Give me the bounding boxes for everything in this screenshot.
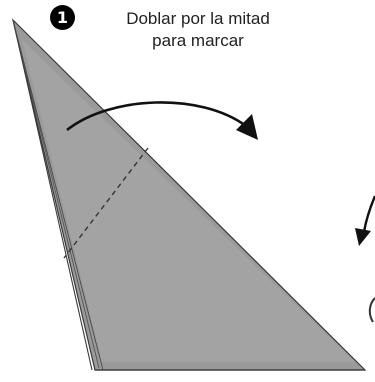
paper-inner-layer xyxy=(22,40,355,362)
step-caption-line: Doblar por la mitad xyxy=(126,9,270,28)
step-caption: Doblar por la mitad para marcar xyxy=(88,8,308,52)
paper-left-edge-layer xyxy=(12,19,104,371)
fold-arrow-head xyxy=(236,114,258,140)
paper-left-edge-layer xyxy=(19,47,100,369)
paper-left-edge-layer xyxy=(12,19,93,371)
partial-arrow-head xyxy=(355,228,371,246)
partial-arrow-right-edge xyxy=(362,195,375,233)
step-number-badge: 1 xyxy=(50,5,75,30)
fold-arrow-curved xyxy=(66,101,247,132)
step-caption-line: para marcar xyxy=(152,31,244,50)
partial-curve-right-edge xyxy=(368,297,375,323)
